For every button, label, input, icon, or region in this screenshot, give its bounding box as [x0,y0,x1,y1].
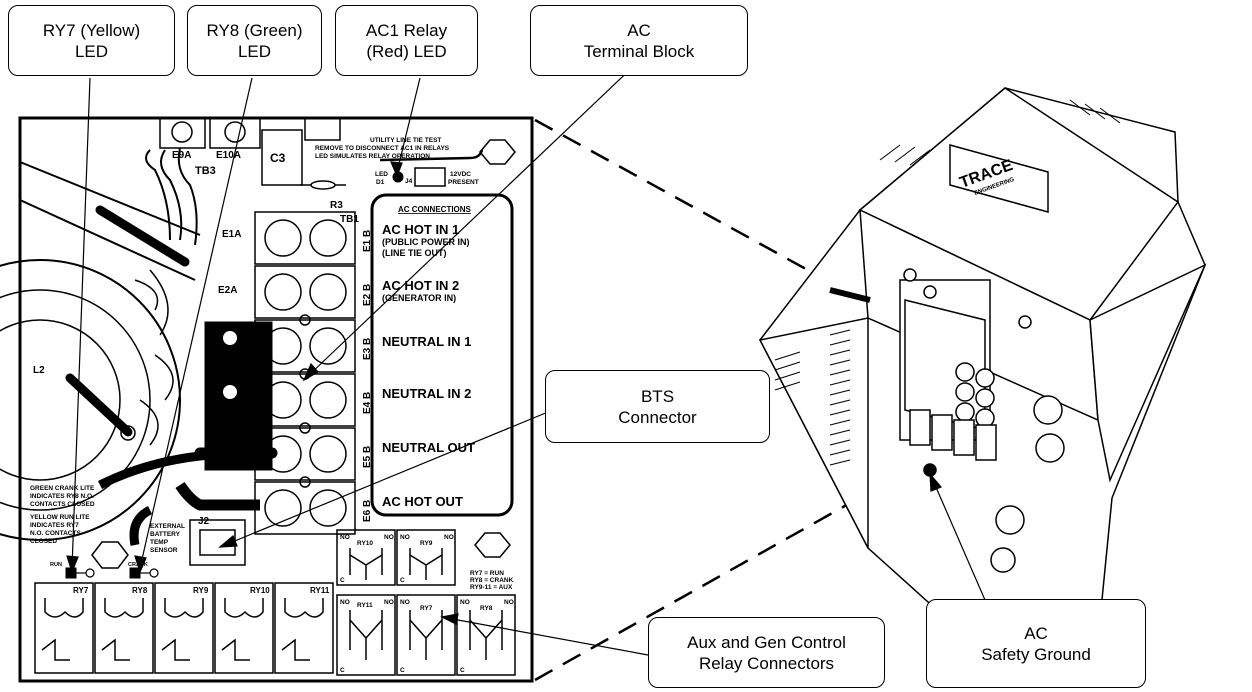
terminal-e6: E6 B [362,500,373,522]
label-present: PRESENT [448,179,479,186]
callout-ac1-line1: AC1 Relay [365,20,448,40]
ac-hot-in-2: AC HOT IN 2 [382,278,459,293]
callout-ac-block-line2: Terminal Block [583,41,695,61]
no-label: NO [400,599,410,606]
right-relay-ry9: RY9 [420,540,433,547]
c-label: C [340,577,345,584]
no-label: NO [340,534,350,541]
relay-label-ry11: RY11 [310,586,330,595]
no-label: NO [444,534,454,541]
label-l2: L2 [33,365,45,376]
sensor-note-2: BATTERY [150,531,181,538]
relay-label-ry9: RY9 [193,586,209,595]
callout-aux-line1: Aux and Gen Control [687,632,846,652]
callout-bts-line1: BTS [640,386,675,406]
board-labels: E9A E10A TB3 C3 UTILITY LINE TIE TEST RE… [30,137,514,674]
relay-legend-2: RY8 = CRANK [470,577,514,584]
label-j2: J2 [198,516,210,527]
right-relay-ry11: RY11 [357,602,373,609]
label-e9a: E9A [172,150,191,161]
terminal-e5: E5 B [362,446,373,468]
leader-lines [66,59,986,656]
terminal-e1: E1 B [362,230,373,252]
terminal-e3: E3 B [362,338,373,360]
label-led: LED [375,171,388,178]
label-e2a: E2A [218,285,237,296]
no-label: NO [400,534,410,541]
generator-in: (GENERATOR IN) [382,293,456,303]
run-label: RUN [50,562,62,568]
no-label: NO [340,599,350,606]
green-note-1: GREEN CRANK LITE [30,485,95,492]
callout-ry8-led: RY8 (Green) LED [187,5,322,76]
relay-label-ry8: RY8 [132,586,148,595]
callout-aux-gen-relay: Aux and Gen Control Relay Connectors [648,617,885,688]
label-e1a: E1A [222,229,241,240]
label-c3: C3 [270,151,286,165]
sensor-note-4: SENSOR [150,547,178,554]
circuit-board [0,116,534,683]
relay-legend-1: RY7 = RUN [470,570,504,577]
callout-ac-terminal-block: AC Terminal Block [530,5,748,76]
label-12vdc: 12VDC [450,171,471,178]
no-label: NO [460,599,470,606]
callout-aux-line2: Relay Connectors [698,653,835,673]
yellow-note-4: CLOSED [30,538,57,545]
callout-ac-block-line1: AC [627,20,651,40]
sensor-note-3: TEMP [150,539,169,546]
no-label: NO [504,599,514,606]
label-j4: J4 [405,178,413,185]
callout-bts-line2: Connector [618,407,697,427]
label-d1: D1 [376,179,385,186]
callout-ry8-line2: LED [237,41,272,61]
c-label: C [400,577,405,584]
relay-legend-3: RY9-11 = AUX [470,584,513,591]
terminal-e4: E4 B [362,392,373,414]
green-note-2: INDICATES RY8 N.O. [30,493,94,500]
yellow-note-1: YELLOW RUN LITE [30,514,90,521]
relay-label-ry7: RY7 [73,586,89,595]
callout-ac1-line2: (Red) LED [366,41,447,61]
label-r3: R3 [330,200,343,211]
callout-ac-safety-ground: AC Safety Ground [926,599,1146,688]
right-relay-ry8: RY8 [480,605,493,612]
utility-note-3: LED SIMULATES RELAY OPERATION [315,153,430,160]
c-label: C [460,667,465,674]
terminal-e2: E2 B [362,284,373,306]
callout-ground-line2: Safety Ground [981,644,1091,664]
label-e10a: E10A [216,150,241,161]
yellow-note-2: INDICATES RY7 [30,522,79,529]
callout-bts-connector: BTS Connector [545,370,770,443]
label-tb3: TB3 [195,165,216,177]
green-note-3: CONTACTS CLOSED [30,501,95,508]
utility-note-1: UTILITY LINE TIE TEST [370,137,441,144]
callout-ac1-relay-led: AC1 Relay (Red) LED [335,5,478,76]
neutral-in-1: NEUTRAL IN 1 [382,334,471,349]
callout-ry7-line2: LED [74,41,109,61]
callout-ry8-line1: RY8 (Green) [206,20,303,40]
callout-ground-line1: AC [1024,623,1048,643]
c-label: C [400,667,405,674]
line-tie-out: (LINE TIE OUT) [382,248,447,258]
no-label: NO [384,534,394,541]
callout-ry7-led: RY7 (Yellow) LED [8,5,175,76]
right-relay-ry10: RY10 [357,540,373,547]
label-tb1: TB1 [340,214,359,225]
neutral-in-2: NEUTRAL IN 2 [382,386,471,401]
yellow-note-3: N.O. CONTACTS [30,530,81,537]
utility-note-2: REMOVE TO DISCONNECT AC1 IN RELAYS [315,145,450,152]
ac-hot-out: AC HOT OUT [382,494,463,509]
sensor-note-1: EXTERNAL [150,523,185,530]
inverter-unit [758,87,1207,669]
ac-connections-title: AC CONNECTIONS [398,205,472,214]
ac-hot-in-1: AC HOT IN 1 [382,222,459,237]
c-label: C [340,667,345,674]
relay-label-ry10: RY10 [250,586,270,595]
right-relay-ry7: RY7 [420,605,433,612]
callout-ry7-line1: RY7 (Yellow) [42,20,141,40]
public-power-in: (PUBLIC POWER IN) [382,237,470,247]
no-label: NO [384,599,394,606]
